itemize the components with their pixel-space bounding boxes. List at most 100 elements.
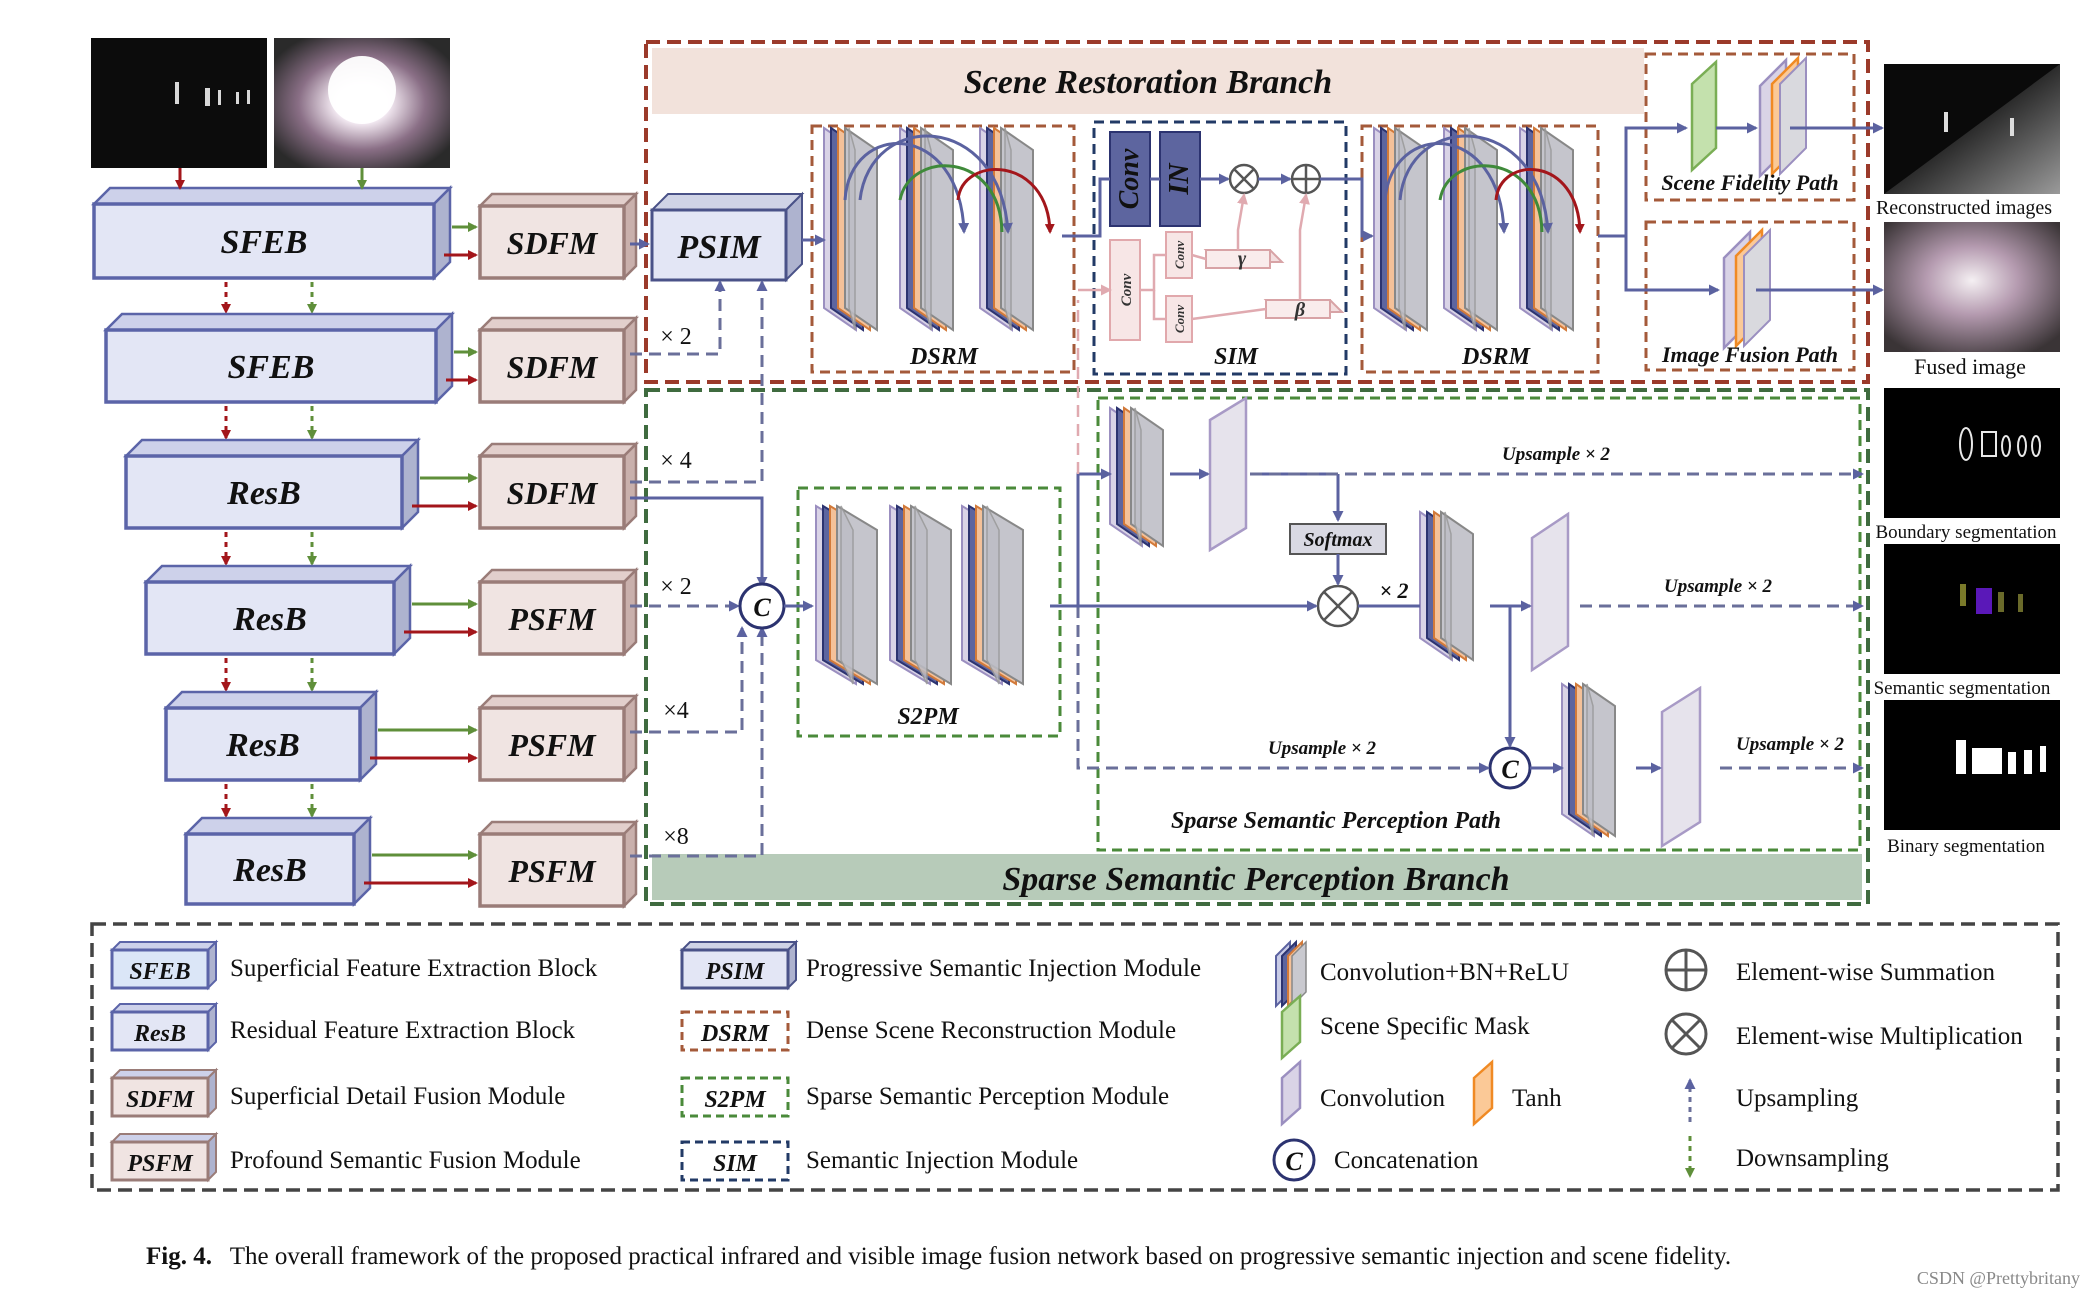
mult-x2-label: × 2 bbox=[1379, 578, 1408, 603]
s2pm-module: S2PM bbox=[796, 486, 1062, 738]
encoder-block-label: ResB bbox=[232, 601, 307, 638]
output-label-fused: Fused image bbox=[1914, 354, 2026, 379]
sim-label: SIM bbox=[1214, 344, 1260, 370]
legend-desc: Residual Feature Extraction Block bbox=[230, 1017, 576, 1044]
s2pm-stack-2 bbox=[889, 504, 952, 686]
s2pm-stack-1 bbox=[815, 504, 878, 686]
encoder-block-label: ResB bbox=[225, 727, 300, 764]
concat-node: C bbox=[753, 593, 771, 622]
dsrm2-stack-1 bbox=[1373, 126, 1428, 332]
output-label-semantic: Semantic segmentation bbox=[1874, 678, 2051, 699]
legend-abbr: DSRM bbox=[700, 1021, 771, 1047]
scene-restoration-branch: Scene Restoration Branch bbox=[644, 40, 1870, 384]
legend-down: Downsampling bbox=[1736, 1145, 1889, 1172]
restoration-branch-title: Scene Restoration Branch bbox=[964, 64, 1332, 101]
sparse-semantic-perception-path: Softmax × 2 C Upsample × 2 Upsample × 2 … bbox=[1050, 284, 1864, 852]
ssp-concat-node: C bbox=[1501, 755, 1519, 784]
caption-label: Fig. 4. bbox=[146, 1243, 212, 1270]
fusion-module-label: SDFM bbox=[507, 475, 599, 511]
encoder-block-0: SFEB bbox=[90, 184, 454, 282]
legend-desc: Sparse Semantic Perception Module bbox=[806, 1083, 1169, 1110]
output-label-reconstructed: Reconstructed images bbox=[1876, 197, 2052, 219]
encoder-block-2: ResB bbox=[122, 436, 422, 532]
ssp-conv-1 bbox=[1530, 511, 1570, 673]
fusion-module-label: PSFM bbox=[507, 727, 597, 763]
legend-abbr: PSIM bbox=[705, 959, 766, 985]
ssp-path-label: Sparse Semantic Perception Path bbox=[1171, 808, 1501, 834]
ssp-stack-1 bbox=[1109, 406, 1164, 548]
multiplier-3: ×4 bbox=[663, 698, 689, 724]
fusion-module-label: PSFM bbox=[507, 853, 597, 889]
scene-fidelity-path-label: Scene Fidelity Path bbox=[1661, 170, 1838, 195]
legend-mult: Element-wise Multiplication bbox=[1736, 1023, 2023, 1050]
legend-conv-icon bbox=[1280, 1059, 1302, 1127]
psim-label: PSIM bbox=[676, 229, 762, 266]
ssp-stack-3 bbox=[1561, 682, 1616, 838]
upsample-label-2: Upsample × 2 bbox=[1664, 576, 1772, 597]
encoder-block-1: SFEB bbox=[102, 310, 456, 406]
image-fusion-path-label: Image Fusion Path bbox=[1661, 342, 1838, 367]
fusion-module-1: SDFM bbox=[476, 314, 640, 406]
multiplier-0: × 2 bbox=[660, 324, 692, 350]
legend-sum: Element-wise Summation bbox=[1736, 959, 1995, 986]
sim-gamma: γ bbox=[1238, 248, 1247, 270]
sim-module: Conv IN Conv Conv Conv γ β SIM bbox=[1092, 120, 1358, 376]
sim-conv-small-a: Conv bbox=[1119, 273, 1135, 306]
sim-in-big: IN bbox=[1164, 162, 1195, 196]
legend-col2-item-0: PSIM Progressive Semantic Injection Modul… bbox=[679, 939, 1201, 991]
encoder-block-4: ResB bbox=[162, 688, 380, 784]
legend-col1-item-1: ResB Residual Feature Extraction Block bbox=[109, 1001, 576, 1053]
multiplier-4: ×8 bbox=[663, 824, 689, 850]
legend-mask-icon bbox=[1280, 993, 1302, 1061]
legend-abbr: S2PM bbox=[704, 1087, 767, 1113]
legend-abbr: ResB bbox=[133, 1021, 186, 1047]
figure-caption: Fig. 4. The overall framework of the pro… bbox=[146, 1243, 1731, 1270]
legend-abbr: PSFM bbox=[126, 1151, 194, 1177]
encoder-block-label: ResB bbox=[232, 852, 307, 889]
sparse-semantic-perception-branch: Sparse Semantic Perception Branch bbox=[644, 388, 1870, 906]
output-images: Reconstructed images Fused image Boundar… bbox=[1874, 64, 2060, 857]
fusion-module-label: SDFM bbox=[507, 225, 599, 261]
multiplier-1: × 4 bbox=[660, 448, 692, 474]
output-paths: Scene Fidelity Path Image Fusion Path bbox=[1598, 52, 1884, 372]
fusion-module-label: SDFM bbox=[507, 349, 599, 385]
sim-conv-small-b: Conv bbox=[1172, 241, 1187, 269]
fusion-module-label: PSFM bbox=[507, 601, 597, 637]
legend-concat-symbol: C bbox=[1285, 1147, 1303, 1176]
encoder-block-3: ResB bbox=[142, 562, 414, 658]
dsrm2-label: DSRM bbox=[1461, 344, 1532, 370]
dsrm1-stack-1 bbox=[823, 126, 878, 332]
softmax-label: Softmax bbox=[1304, 529, 1373, 551]
legend-desc: Progressive Semantic Injection Module bbox=[806, 955, 1201, 982]
dsrm1-label: DSRM bbox=[909, 344, 980, 370]
sim-conv-big: Conv bbox=[1114, 148, 1145, 209]
fusion-module-5: PSFM bbox=[476, 818, 640, 910]
fusion-module-2: SDFM bbox=[476, 440, 640, 532]
legend-desc: Superficial Feature Extraction Block bbox=[230, 955, 598, 982]
caption-text: The overall framework of the proposed pr… bbox=[230, 1243, 1731, 1270]
legend-tanh-icon bbox=[1472, 1059, 1494, 1127]
dsrm-module-2: DSRM bbox=[1360, 124, 1600, 374]
legend-concat: Concatenation bbox=[1334, 1147, 1479, 1174]
s2pm-label: S2PM bbox=[897, 704, 960, 730]
ssp-stack-2 bbox=[1419, 510, 1474, 662]
legend-col2-item-1: DSRM Dense Scene Reconstruction Module bbox=[680, 1010, 1176, 1052]
legend-desc: Profound Semantic Fusion Module bbox=[230, 1147, 581, 1174]
multiplier-2: × 2 bbox=[660, 574, 692, 600]
perception-branch-title: Sparse Semantic Perception Branch bbox=[1002, 861, 1509, 898]
legend-desc: Dense Scene Reconstruction Module bbox=[806, 1017, 1176, 1044]
legend-desc: Semantic Injection Module bbox=[806, 1147, 1078, 1174]
legend-concat-icon bbox=[1272, 1138, 1316, 1182]
dsrm-module-1: DSRM bbox=[810, 124, 1076, 374]
encoder-block-label: SFEB bbox=[221, 224, 308, 261]
legend-desc: Superficial Detail Fusion Module bbox=[230, 1083, 565, 1110]
legend-mult-icon bbox=[1664, 1012, 1708, 1056]
encoder: SFEB SDFM SFEB SDFM ResB SDFM ResB PSFM ResB PSFM… bbox=[90, 168, 640, 910]
legend-up: Upsampling bbox=[1736, 1085, 1859, 1112]
dsrm2-stack-2 bbox=[1443, 126, 1498, 332]
upsample-label-4: Upsample × 2 bbox=[1736, 734, 1844, 755]
